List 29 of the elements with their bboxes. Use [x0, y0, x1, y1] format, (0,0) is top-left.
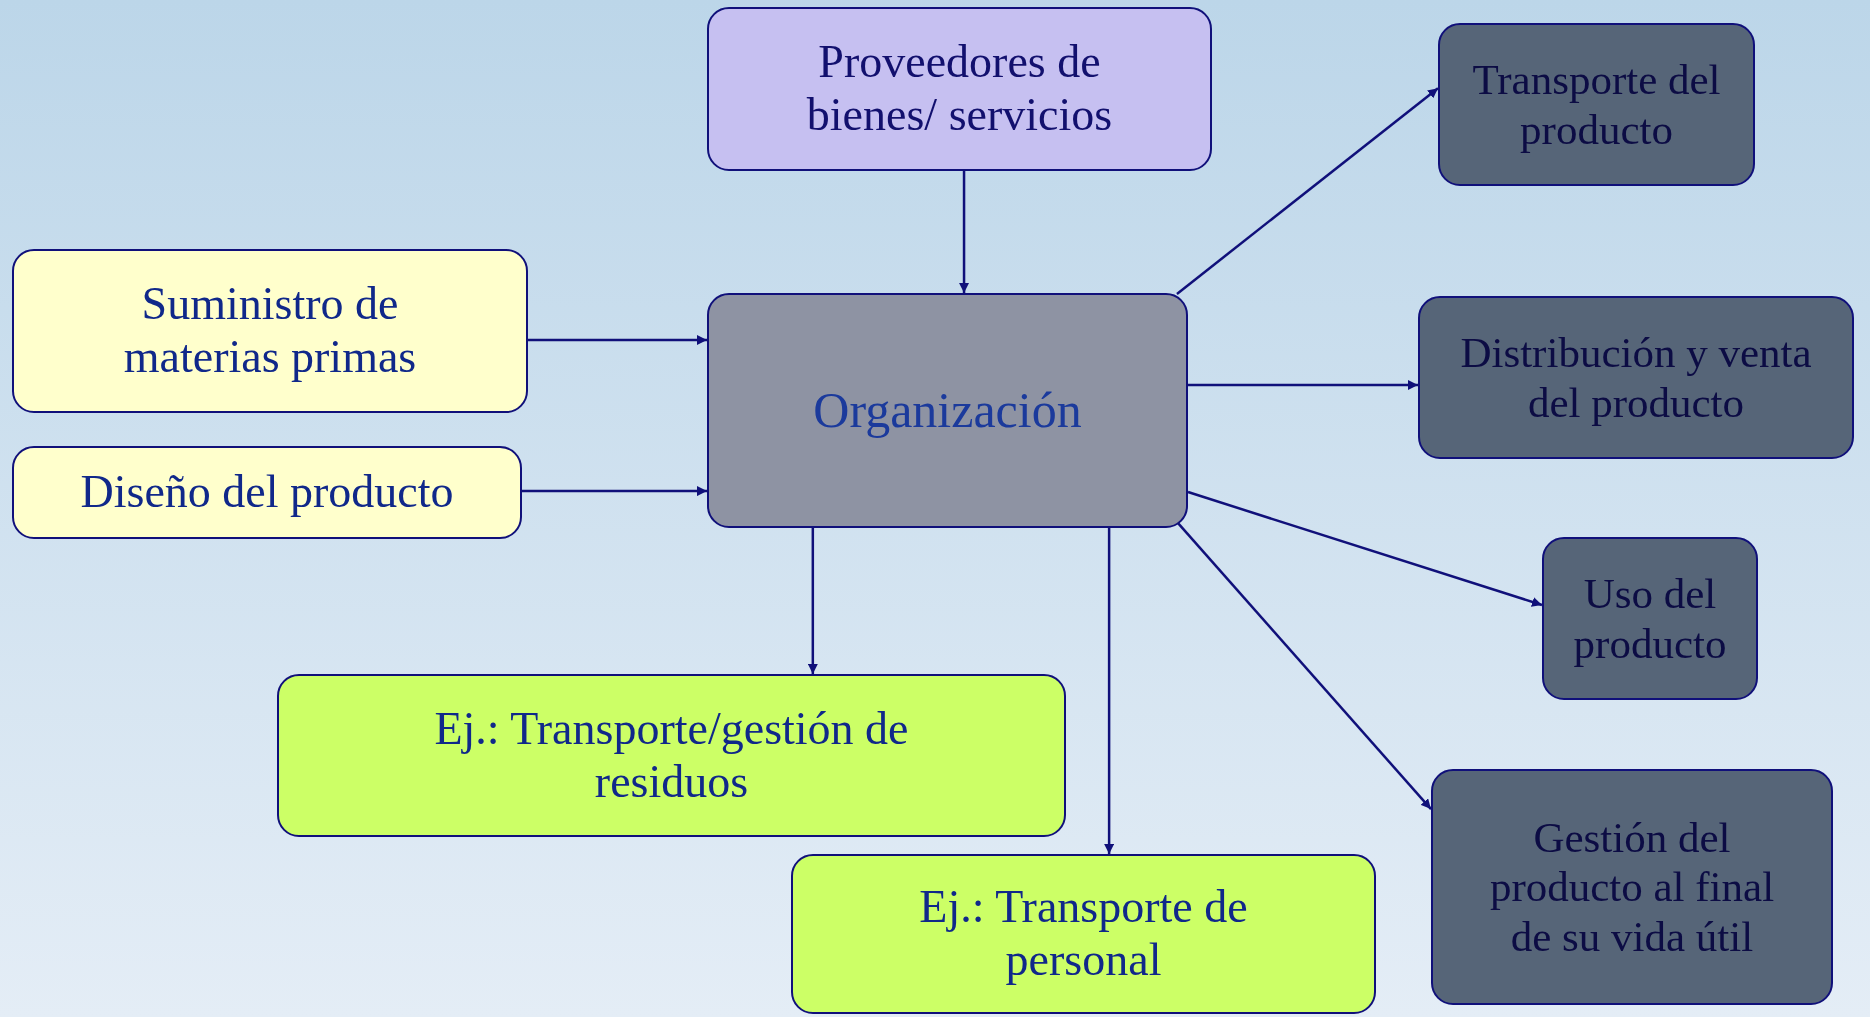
node-label: Gestión del producto al final de su vida útil — [1488, 812, 1776, 962]
arrow — [959, 171, 970, 293]
arrow — [1187, 490, 1543, 607]
node-label: Diseño del producto — [80, 466, 454, 519]
node-label: Uso del producto — [1572, 569, 1728, 668]
example-box — [277, 674, 1066, 837]
lifecycle-box — [1431, 769, 1833, 1005]
arrow — [807, 528, 818, 674]
node-label: Ej.: Transporte de personal — [918, 881, 1249, 987]
lifecycle-box — [1542, 537, 1758, 700]
lifecycle-box — [1438, 23, 1755, 186]
node-label: Suministro de materias primas — [122, 278, 418, 384]
node-label: Distribución y venta del producto — [1459, 328, 1813, 427]
input-box — [12, 446, 522, 539]
node-label: Proveedores de bienes/ servicios — [805, 36, 1114, 142]
arrow — [1176, 87, 1439, 295]
organization-box — [707, 293, 1188, 528]
arrow — [1176, 521, 1432, 810]
input-box — [12, 249, 528, 413]
arrow — [1104, 528, 1115, 854]
node-label: Ej.: Transporte/gestión de residuos — [433, 702, 910, 809]
supplier-box — [707, 7, 1212, 171]
lifecycle-box — [1418, 296, 1854, 459]
node-label: Organización — [813, 381, 1082, 440]
arrow — [1188, 380, 1418, 390]
arrow — [522, 486, 707, 497]
example-box — [791, 854, 1376, 1014]
arrow — [528, 335, 707, 345]
node-label: Transporte del producto — [1471, 55, 1722, 154]
